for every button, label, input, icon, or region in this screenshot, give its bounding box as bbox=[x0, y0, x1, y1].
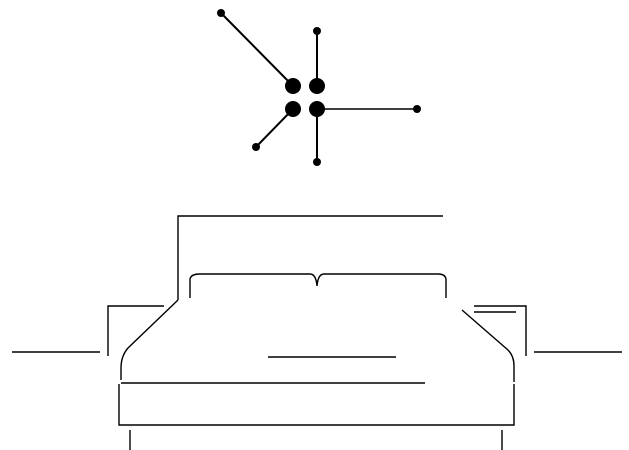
nightstand-right-top bbox=[474, 305, 527, 356]
bed-mattress-right-edge bbox=[461, 309, 515, 382]
bed bbox=[118, 215, 515, 450]
ceiling-fixture bbox=[217, 9, 421, 166]
nightstand-left-top bbox=[107, 305, 164, 356]
bed-pillows bbox=[189, 273, 447, 298]
nightstand-right bbox=[474, 305, 622, 356]
fixture-end-upper-left bbox=[217, 9, 225, 17]
fixture-end-top bbox=[313, 27, 321, 35]
fixture-bulb-bottom-right bbox=[309, 101, 325, 117]
nightstand-left bbox=[12, 305, 164, 356]
fixture-bulb-top-left bbox=[285, 78, 301, 94]
fixture-bulb-top-right bbox=[309, 78, 325, 94]
fixture-end-bottom bbox=[313, 158, 321, 166]
bed-headboard bbox=[177, 215, 443, 300]
fixture-end-right bbox=[413, 105, 421, 113]
fixture-arm-lower-left bbox=[255, 108, 294, 148]
fixture-bulb-bottom-left bbox=[285, 101, 301, 117]
bed-mattress-left-edge bbox=[120, 299, 179, 380]
bed-base-frame bbox=[118, 384, 515, 426]
fixture-end-lower-left bbox=[252, 143, 260, 151]
fixture-arm-upper-left bbox=[220, 12, 294, 87]
